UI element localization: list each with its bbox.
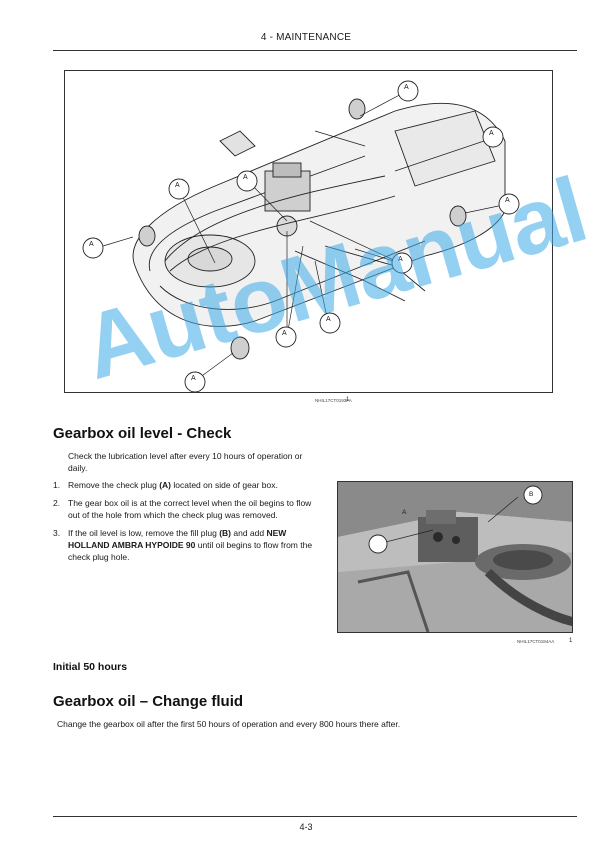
step-text: The gear box oil is at the correct level… — [68, 498, 312, 520]
fig2-callout-label-b: B — [529, 491, 534, 498]
callout-label-a: A — [489, 130, 494, 137]
callout-label-a: A — [243, 174, 248, 181]
page-number: 4-3 — [299, 822, 313, 832]
callout-label-a: A — [398, 256, 403, 263]
section-title-gearbox-oil-change: Gearbox oil – Change fluid — [53, 693, 244, 710]
step-text: located on side of gear box. — [171, 480, 278, 490]
step-number: 3. — [53, 528, 61, 538]
figure-gearbox-photo — [337, 481, 573, 633]
step-item: 3. If the oil level is low, remove the f… — [53, 527, 316, 563]
figure2-ref: NHIL17CT0184AA — [517, 639, 555, 644]
step-text: Remove the check plug — [68, 480, 160, 490]
fig2-callout-label-a: A — [402, 509, 407, 516]
section-title-gearbox-oil-level: Gearbox oil level - Check — [53, 425, 232, 442]
figure1-number: 1 — [346, 397, 350, 403]
step-item: 2. The gear box oil is at the correct le… — [53, 497, 316, 521]
step-number: 1. — [53, 480, 61, 490]
callout-label-a: A — [404, 84, 409, 91]
callout-label-a: A — [326, 316, 331, 323]
step-bold: (A) — [159, 480, 172, 490]
subheading-initial-50-hours: Initial 50 hours — [53, 661, 128, 673]
figure-mower-deck — [64, 70, 553, 393]
step-number: 2. — [53, 498, 61, 508]
step-text: If the oil level is low, remove the fill… — [68, 528, 220, 538]
callouts-a — [82, 80, 520, 392]
section2-body: Change the gearbox oil after the first 5… — [57, 719, 401, 729]
mower-deck-illustration — [82, 80, 520, 392]
callout-label-a: A — [175, 182, 180, 189]
step-text: until oil begins to flow from the check … — [68, 540, 313, 562]
header-rule — [53, 50, 577, 51]
figure2-number: 1 — [569, 638, 573, 644]
figure1-ref: NHIL17CT0193FA — [315, 398, 352, 403]
step-text: and add — [231, 528, 267, 538]
step-item: 1. Remove the check plug (A) located on … — [53, 479, 316, 491]
footer-rule — [53, 816, 577, 817]
callout-label-a: A — [191, 375, 196, 382]
steps-list: 1. Remove the check plug (A) located on … — [53, 479, 316, 569]
callout-label-a: A — [282, 330, 287, 337]
callout-label-a: A — [505, 197, 510, 204]
step-bold-product: NEW HOLLAND AMBRA HYPOIDE 90 — [68, 528, 287, 550]
header-title: 4 - MAINTENANCE — [260, 32, 352, 43]
gearbox-photo-illustration — [338, 482, 572, 632]
section1-intro: Check the lubrication level after every … — [68, 451, 303, 473]
step-bold: (B) — [219, 528, 231, 538]
callout-label-a: A — [89, 241, 94, 248]
